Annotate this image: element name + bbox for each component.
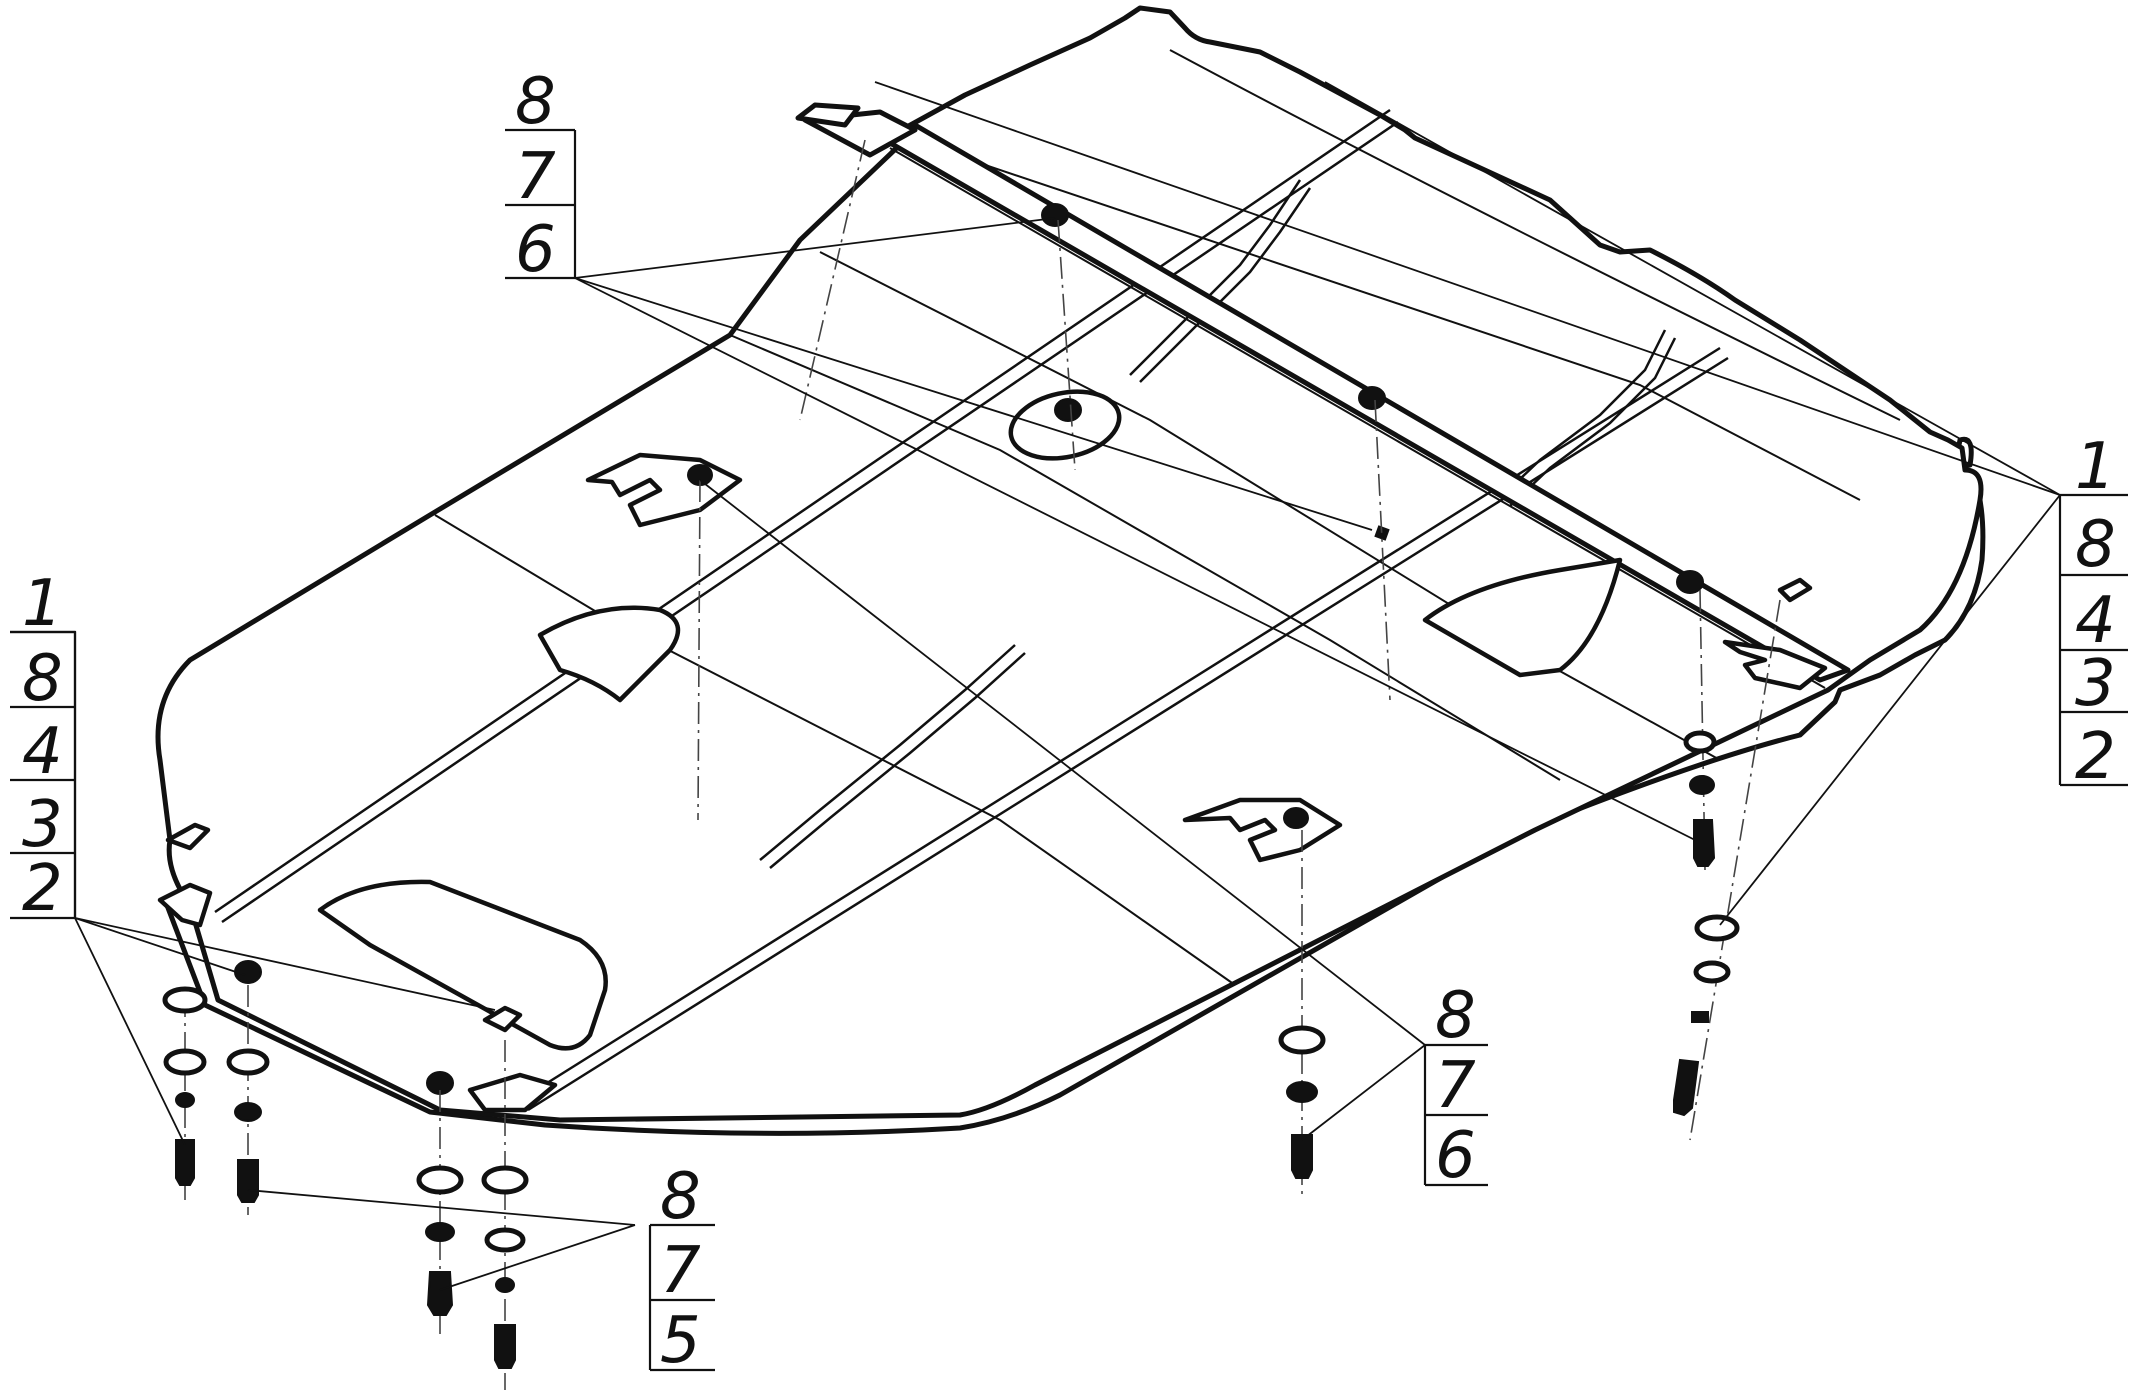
callout-right-label-1: 1 <box>2075 430 2116 504</box>
callout-left-label-1: 1 <box>22 567 63 641</box>
callout-bottom-right-label-1: 8 <box>1435 979 1476 1053</box>
callout-bottom-center: 8 7 5 <box>648 1160 715 1378</box>
bend-lines <box>434 49 1901 986</box>
callout-right-label-2: 8 <box>2075 508 2116 582</box>
callout-top: 8 7 6 <box>505 65 577 287</box>
callout-bottom-center-label-2: 7 <box>660 1234 701 1308</box>
leader-lines <box>74 81 2061 1291</box>
callout-bottom-right: 8 7 6 <box>1423 979 1488 1193</box>
callout-left-label-3: 4 <box>22 715 63 789</box>
mounting-holes <box>234 203 1704 1095</box>
callout-right-label-3: 4 <box>2075 584 2116 658</box>
callout-bottom-right-label-3: 6 <box>1435 1119 1476 1193</box>
fastener-stacks <box>162 139 1781 1390</box>
callout-bottom-center-label-3: 5 <box>660 1304 701 1378</box>
callout-bottom-center-label-1: 8 <box>660 1160 701 1234</box>
callout-bottom-right-label-2: 7 <box>1435 1049 1476 1123</box>
callout-right-label-5: 2 <box>2075 720 2116 794</box>
plate-cutouts <box>317 389 1623 1051</box>
callout-left-label-4: 3 <box>22 788 63 862</box>
callout-right: 1 8 4 3 2 <box>2058 430 2128 794</box>
callout-top-label-3: 6 <box>515 213 556 287</box>
callout-left: 1 8 4 3 2 <box>10 567 77 926</box>
callout-right-label-4: 3 <box>2075 647 2116 721</box>
callout-left-label-2: 8 <box>22 642 63 716</box>
stiffening-ribs <box>214 108 1729 1112</box>
callout-top-label-1: 8 <box>515 65 556 139</box>
callout-left-label-5: 2 <box>22 852 63 926</box>
callout-top-label-2: 7 <box>515 140 556 214</box>
